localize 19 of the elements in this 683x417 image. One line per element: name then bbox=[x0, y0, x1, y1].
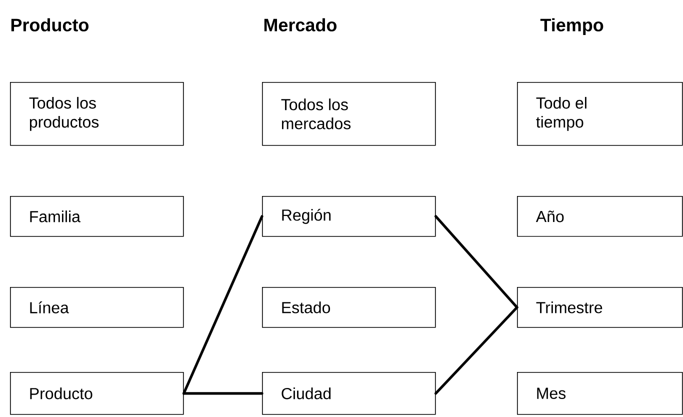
category-box: Producto bbox=[10, 372, 184, 415]
column-heading: Mercado bbox=[264, 18, 336, 32]
category-box: Familia bbox=[10, 196, 184, 237]
category-box: Línea bbox=[10, 287, 184, 328]
column-heading: Tiempo bbox=[540, 18, 604, 35]
connector-line bbox=[434, 306, 518, 395]
category-box: Mes bbox=[517, 372, 683, 415]
category-box: Ciudad bbox=[262, 372, 436, 415]
category-box: Región bbox=[262, 196, 436, 237]
category-box: Todos los mercados bbox=[262, 82, 436, 146]
connector-line bbox=[434, 215, 518, 309]
column-heading: Producto bbox=[11, 18, 88, 32]
category-box: Trimestre bbox=[517, 287, 683, 328]
connector-line bbox=[182, 215, 264, 395]
category-box: Año bbox=[517, 196, 683, 237]
category-box: Todo el tiempo bbox=[517, 82, 683, 146]
connector-line bbox=[182, 392, 264, 395]
category-box: Estado bbox=[262, 287, 436, 328]
category-box: Todos los productos bbox=[10, 82, 184, 146]
